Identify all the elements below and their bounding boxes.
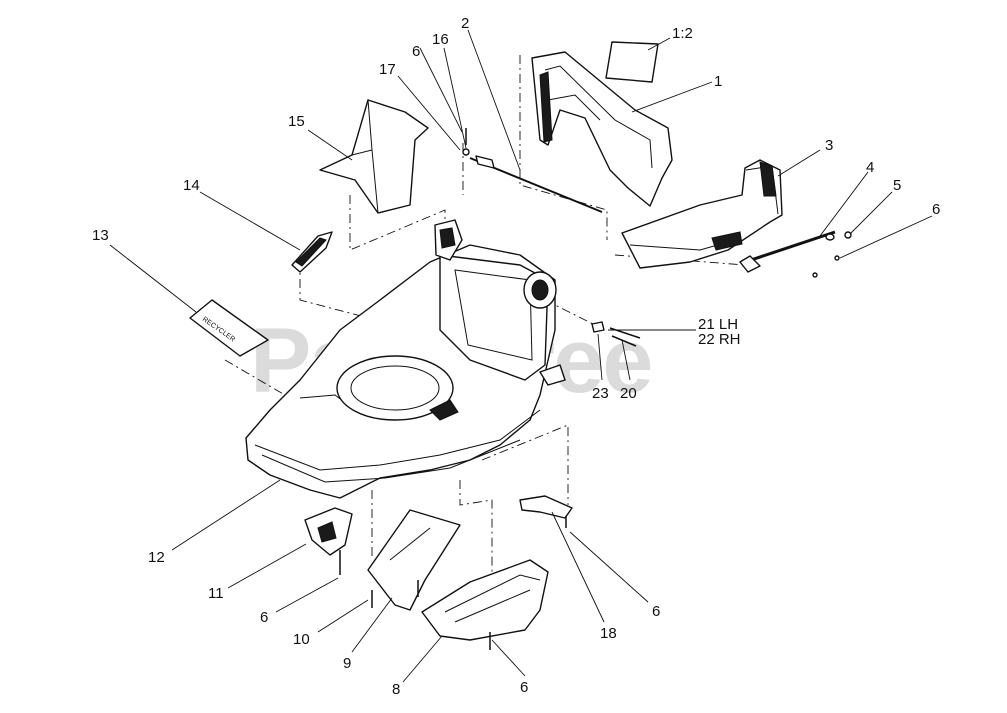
callout-17: 17 [379,61,396,78]
callout-14: 14 [183,177,200,194]
skid-plate-part [421,559,549,650]
rear-shield-part [531,51,673,207]
callout-11: 11 [208,585,224,602]
callout-9: 9 [343,655,351,672]
callout-13: 13 [92,227,109,244]
callout-16: 16 [432,31,449,48]
drive-belt-part [291,231,333,273]
callout-20: 20 [620,385,637,402]
callout-6: 6 [520,679,528,696]
callout-12: 12 [148,549,165,566]
callout-2: 2 [461,15,469,32]
bracket-part [519,495,573,528]
callout-15: 15 [288,113,305,130]
washer-part [825,233,835,241]
callout-1: 1 [714,73,722,90]
leader-lines [109,29,933,683]
callout-18: 18 [600,625,617,642]
callout-3: 3 [825,137,833,154]
callout-labels: 1:2 1 2 3 4 5 6 6 6 6 6 8 9 10 11 12 13 … [92,15,940,698]
deflector-cover-part [319,99,429,214]
mower-deck-part [245,219,566,499]
callout-8: 8 [392,681,400,698]
callout-5: 5 [893,177,901,194]
callout-22: 22 RH [698,331,741,348]
hinge-rod-part [739,230,852,278]
callout-10: 10 [293,631,310,648]
callout-6: 6 [260,609,268,626]
callout-6: 6 [652,603,660,620]
label-plate-part [605,41,659,83]
callout-6: 6 [412,43,420,60]
callout-23: 23 [592,385,609,402]
small-hardware [462,128,641,347]
callout-21: 21 LH [698,316,738,333]
discharge-chute-part [367,509,461,611]
mulch-plug-part [304,507,353,575]
callout-6: 6 [932,201,940,218]
callout-1-2: 1:2 [672,25,693,42]
rear-flap-part [621,159,783,269]
callout-4: 4 [866,159,874,176]
